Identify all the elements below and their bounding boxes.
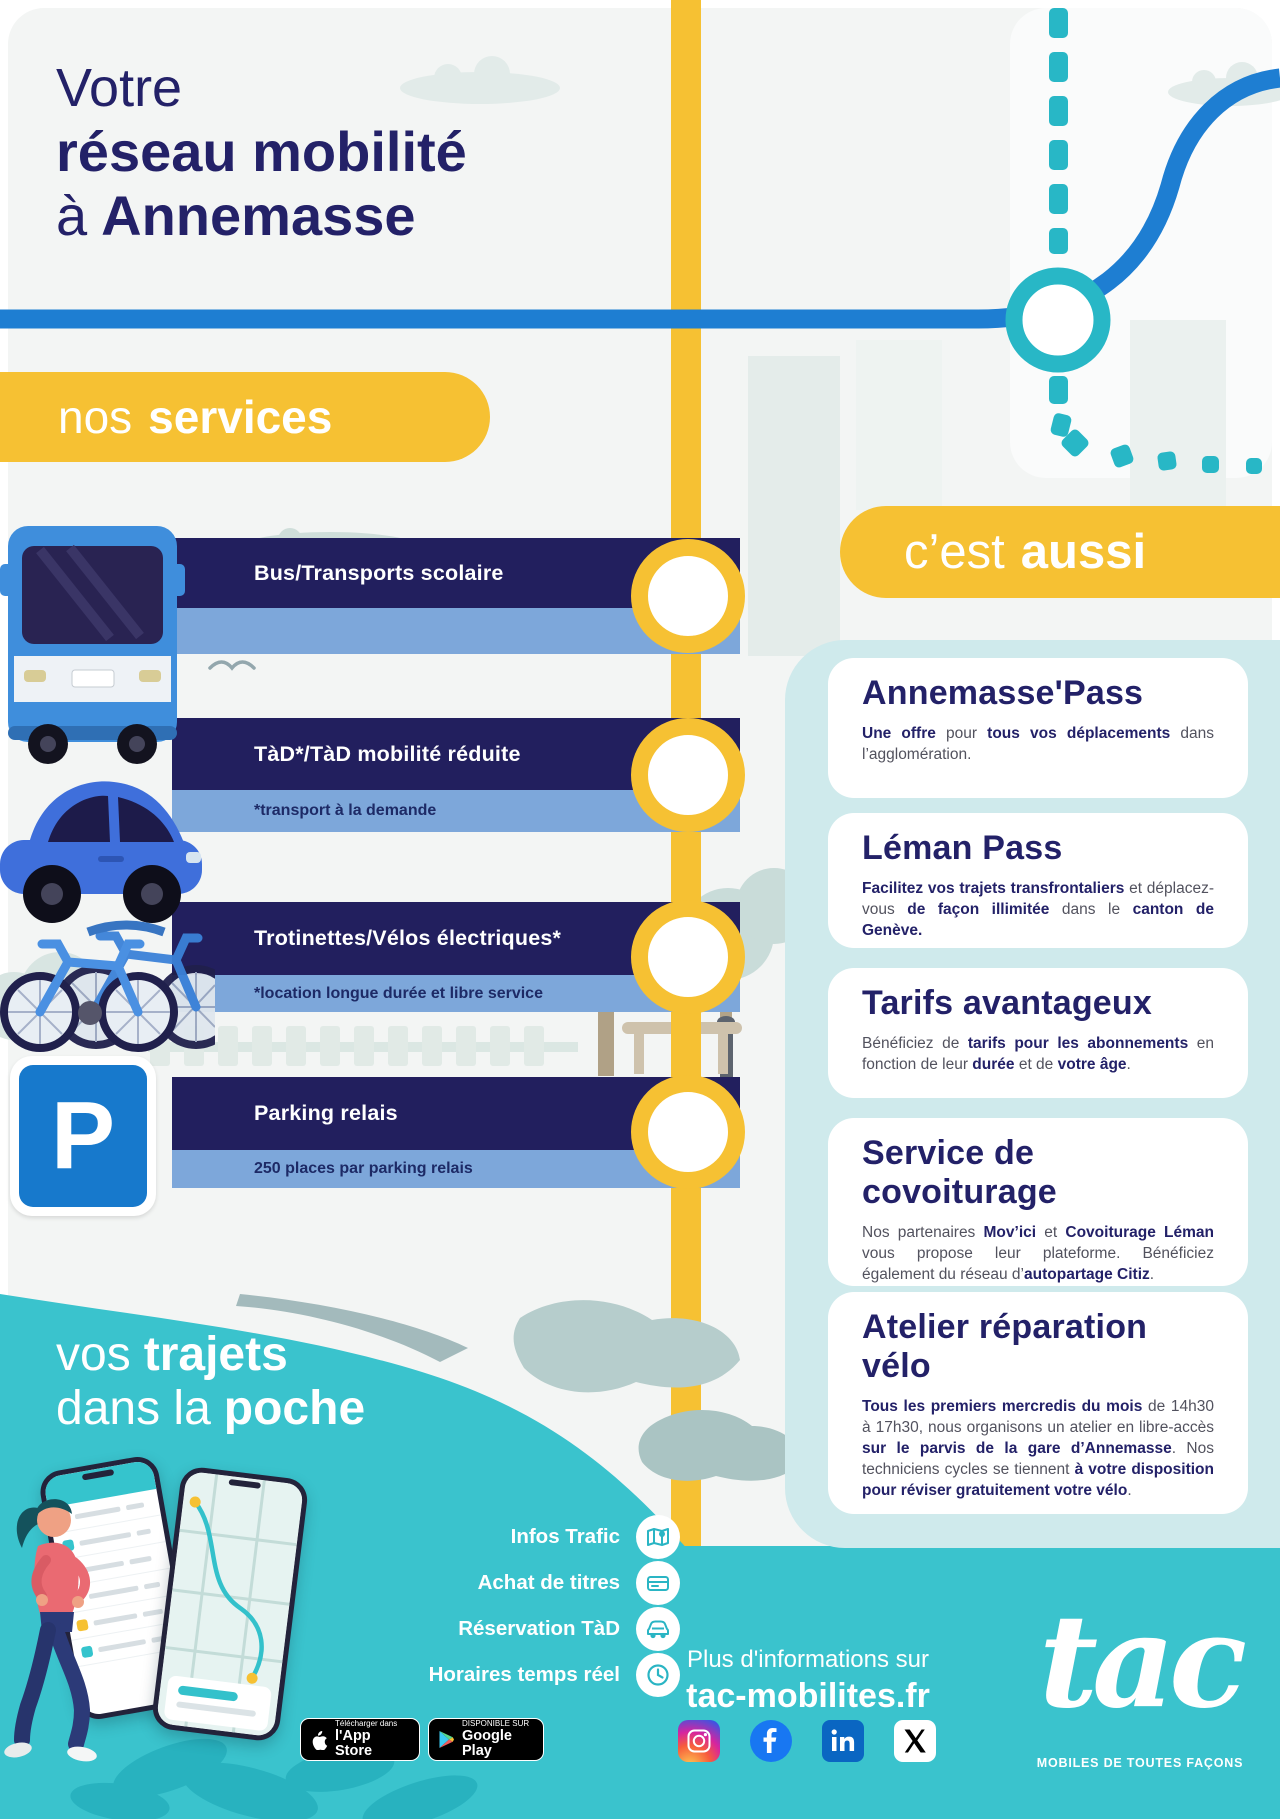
google-play-badge[interactable]: DISPONIBLE SUR Google Play [428,1718,544,1761]
parking-p-glyph: P [50,1082,116,1189]
card-body: Bénéficiez de tarifs pour les abonnement… [862,1035,1214,1073]
card-body: Nos partenaires Mov’ici et Covoiturage L… [862,1224,1214,1283]
instagram-icon[interactable] [678,1720,720,1762]
apple-icon [310,1730,328,1750]
car-icon [636,1607,680,1651]
parking-sign: P [10,1056,156,1216]
map-blobs [236,1294,801,1481]
google-play-icon [438,1730,455,1749]
person-illustration [0,1482,122,1819]
facebook-icon[interactable] [750,1720,792,1762]
footer-url[interactable]: tac-mobilites.fr [686,1677,930,1715]
card-title: Annemasse'Pass [862,674,1144,712]
bikes-illustration [0,872,215,1057]
line-station-parking [631,1075,745,1189]
tac-logo: tac [1039,1587,1247,1737]
feature-infos-trafic: Infos Trafic [260,1514,680,1560]
footer-info-line: Plus d'informations sur [686,1646,929,1673]
card-body: Tous les premiers mercredis du mois de 1… [862,1398,1214,1499]
tac-tagline: MOBILES DE TOUTES FAÇONS [1036,1756,1244,1770]
services-banner: nos services [0,372,490,462]
title-line2: réseau mobilité [56,120,467,183]
feature-reservation-tad: Réservation TàD [260,1606,680,1652]
ticket-icon [636,1561,680,1605]
feature-horaires: Horaires temps réel [260,1652,680,1698]
seagull-shape [208,660,256,671]
car-illustration [0,752,205,947]
card-title: Atelier réparation vélo [862,1308,1148,1385]
card-body: Facilitez vos trajets transfrontaliers e… [862,880,1214,939]
teal-dashed-line [1049,8,1262,474]
card-title: Service de covoiturage [862,1134,1057,1211]
line-station-tad [631,718,745,832]
route-map-icon [636,1515,680,1559]
teal-station-ring [1005,267,1111,373]
app-store-badge[interactable]: Télécharger dans l'App Store [300,1718,420,1761]
card-leman-pass: Léman Pass Facilitez vos trajets transfr… [828,813,1248,948]
card-atelier: Atelier réparation vélo Tous les premier… [828,1292,1248,1514]
x-icon[interactable] [894,1720,936,1762]
card-body: Une offre pour tous vos déplacements dan… [862,725,1214,763]
cloud-shapes [400,56,1280,106]
aussi-banner: c’est aussi [840,506,1280,598]
card-covoiturage: Service de covoiturage Nos partenaires M… [828,1118,1248,1286]
card-annemasse-pass: Annemasse'Pass Une offre pour tous vos d… [828,658,1248,798]
card-title: Tarifs avantageux [862,984,1152,1022]
parking-sign-panel: P [19,1065,147,1207]
linkedin-icon[interactable] [822,1720,864,1762]
phone-mockup-map [150,1465,310,1743]
card-title: Léman Pass [862,829,1063,867]
card-tarifs: Tarifs avantageux Bénéficiez de tarifs p… [828,968,1248,1098]
footer-info: Plus d'informations sur tac-mobilites.fr [558,1646,1058,1716]
title-line1: Votre [56,58,183,118]
line-station-bus [631,539,745,653]
clock-icon [636,1653,680,1697]
bus-illustration [0,520,185,765]
feature-achat-titres: Achat de titres [260,1560,680,1606]
line-station-trotinettes [631,900,745,1014]
